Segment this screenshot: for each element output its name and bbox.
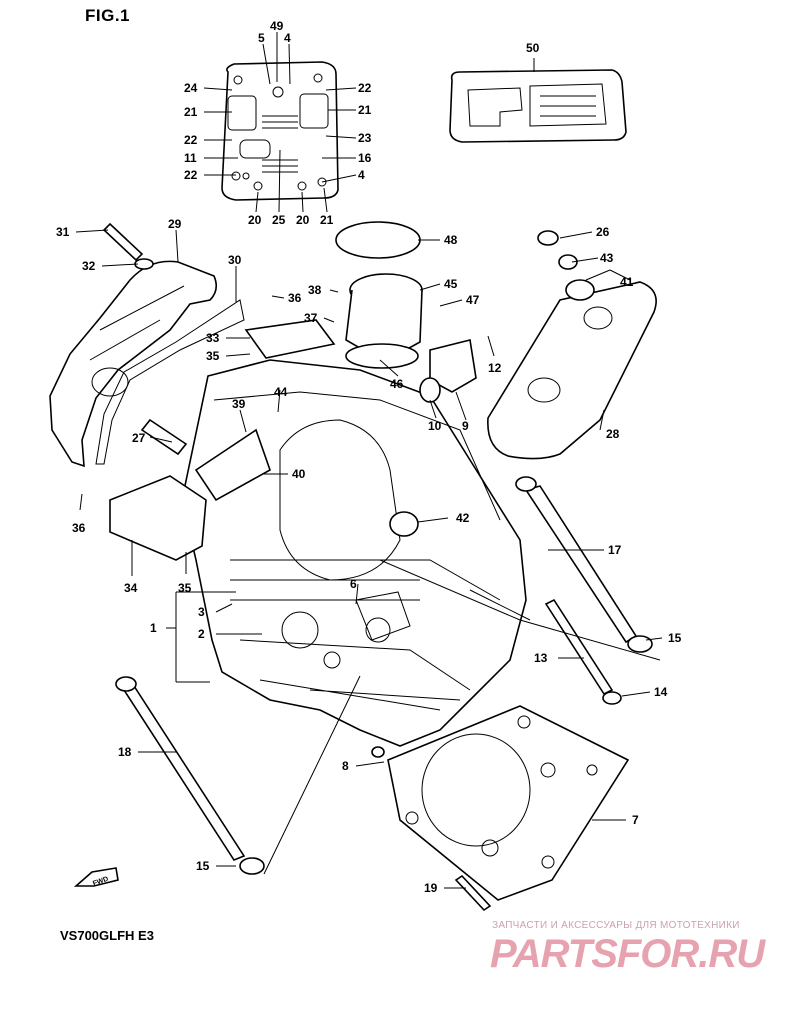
callout-21: 21 (184, 105, 198, 119)
callout-16: 16 (358, 151, 372, 165)
callout-31: 31 (56, 225, 70, 239)
callout-35: 35 (206, 349, 220, 363)
small-parts-drawing (102, 222, 492, 912)
callout-30: 30 (228, 253, 242, 267)
callout-3: 3 (198, 605, 205, 619)
callout-48: 48 (444, 233, 458, 247)
callout-39: 39 (232, 397, 246, 411)
fwd-arrow-icon: FWD (73, 867, 119, 888)
part-45-48-drawing (335, 221, 423, 369)
callout-12: 12 (488, 361, 502, 375)
callout-20: 20 (296, 213, 310, 227)
callout-5: 5 (258, 31, 265, 45)
cylinder-head-drawing (181, 359, 527, 747)
callout-32: 32 (82, 259, 96, 273)
callout-18: 18 (118, 745, 132, 759)
part-7-drawing (387, 705, 630, 901)
callout-17: 17 (608, 543, 622, 557)
callout-50: 50 (526, 41, 540, 55)
figure-title: FIG.1 (85, 6, 131, 25)
callout-8: 8 (342, 759, 349, 773)
callout-47: 47 (466, 293, 480, 307)
callout-19: 19 (424, 881, 438, 895)
callout-40: 40 (292, 467, 306, 481)
callout-21: 21 (358, 103, 372, 117)
callout-36: 36 (72, 521, 86, 535)
stud-bolts-drawing (115, 476, 653, 875)
callout-46: 46 (390, 377, 404, 391)
callout-29: 29 (168, 217, 182, 231)
callout-33: 33 (206, 331, 220, 345)
callout-15: 15 (196, 859, 210, 873)
callout-7: 7 (632, 813, 639, 827)
callout-28: 28 (606, 427, 620, 441)
callout-49: 49 (270, 19, 284, 33)
part-28-drawing (487, 230, 657, 460)
callout-25: 25 (272, 213, 286, 227)
head-cover-plate-drawing (221, 61, 339, 201)
callout-13: 13 (534, 651, 548, 665)
callout-9: 9 (462, 419, 469, 433)
callout-43: 43 (600, 251, 614, 265)
callout-26: 26 (596, 225, 610, 239)
callout-11: 11 (184, 151, 197, 165)
callout-1: 1 (150, 621, 157, 635)
callout-45: 45 (444, 277, 458, 291)
callout-22: 22 (184, 168, 198, 182)
callout-6: 6 (350, 577, 357, 591)
callout-21: 21 (320, 213, 334, 227)
model-code: VS700GLFH E3 (60, 928, 154, 943)
callout-24: 24 (184, 81, 198, 95)
callout-42: 42 (456, 511, 470, 525)
part-29-drawing (49, 260, 218, 468)
callout-4: 4 (358, 168, 365, 182)
callout-37: 37 (304, 311, 318, 325)
callout-38: 38 (308, 283, 322, 297)
callout-15: 15 (668, 631, 682, 645)
callout-44: 44 (274, 385, 288, 399)
callout-22: 22 (184, 133, 198, 147)
callout-35: 35 (178, 581, 192, 595)
callout-22: 22 (358, 81, 372, 95)
callout-27: 27 (132, 431, 146, 445)
callout-4: 4 (284, 31, 291, 45)
watermark-caption: ЗАПЧАСТИ И АКСЕССУАРЫ ДЛЯ МОТОТЕХНИКИ (492, 920, 740, 931)
callout-41: 41 (620, 275, 634, 289)
part-30-drawing (95, 299, 245, 465)
callout-10: 10 (428, 419, 442, 433)
callout-23: 23 (358, 131, 372, 145)
callout-20: 20 (248, 213, 262, 227)
callout-36: 36 (288, 291, 302, 305)
part-50-drawing (449, 69, 627, 143)
callout-2: 2 (198, 627, 205, 641)
watermark-logo: PARTSFOR.RU (490, 932, 765, 976)
callout-34: 34 (124, 581, 138, 595)
callout-14: 14 (654, 685, 668, 699)
leader-lines (75, 32, 663, 889)
callout-labels: 49 5 4 24 22 21 21 22 23 11 16 22 4 20 2… (56, 19, 682, 895)
